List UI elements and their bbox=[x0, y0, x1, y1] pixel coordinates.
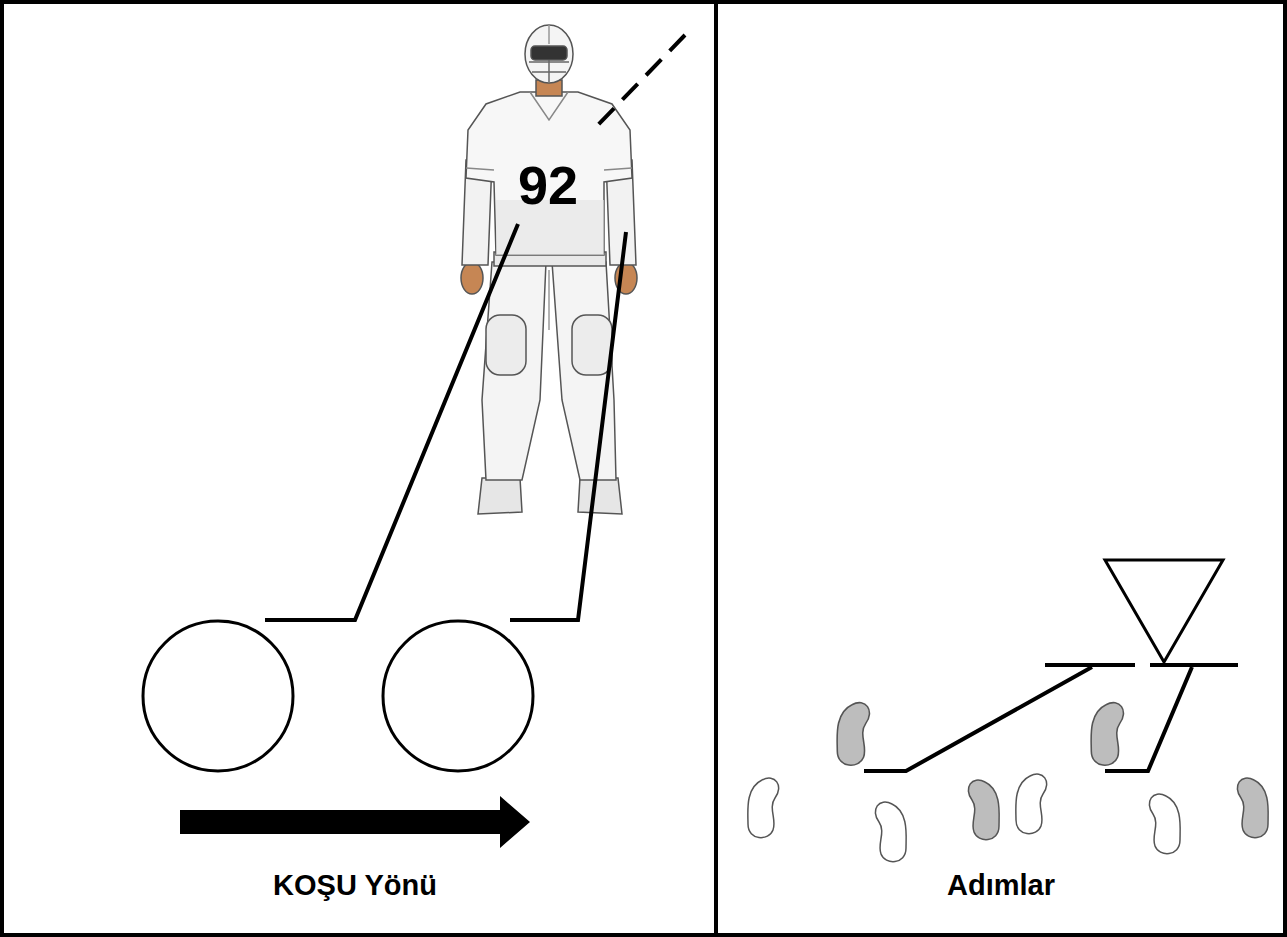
leg bbox=[552, 262, 616, 480]
circle-mark bbox=[383, 621, 533, 771]
leader-line bbox=[510, 232, 626, 620]
jersey-number: 92 bbox=[518, 156, 578, 215]
footprint bbox=[1091, 703, 1123, 766]
footprint bbox=[875, 802, 906, 862]
dashed-line bbox=[595, 35, 685, 128]
divider bbox=[714, 2, 718, 935]
footprint bbox=[1237, 778, 1268, 838]
footprints bbox=[748, 703, 1268, 862]
footprint bbox=[1149, 794, 1180, 854]
football-player bbox=[461, 25, 637, 514]
face-mask bbox=[529, 60, 569, 82]
footprint bbox=[1016, 774, 1047, 834]
direction-arrow bbox=[180, 796, 530, 848]
leg bbox=[482, 262, 546, 480]
step-lines bbox=[864, 665, 1238, 771]
bar bbox=[1150, 663, 1238, 667]
circle-mark bbox=[143, 621, 293, 771]
shoe bbox=[478, 478, 522, 514]
panel-caption: Adımlar bbox=[947, 870, 1055, 902]
knee-pad bbox=[572, 315, 612, 375]
hand bbox=[461, 262, 483, 294]
footprint bbox=[837, 703, 869, 766]
footprint bbox=[748, 778, 779, 838]
panel-caption: KOŞU Yönü bbox=[273, 870, 437, 902]
leader-line bbox=[265, 224, 518, 620]
footprint bbox=[968, 780, 999, 840]
helmet-stripe bbox=[548, 25, 550, 44]
leader-lines bbox=[265, 35, 685, 620]
pants-seam bbox=[548, 270, 550, 330]
step-line bbox=[864, 667, 1092, 771]
visor bbox=[531, 46, 567, 60]
helmet bbox=[525, 25, 573, 83]
shoe bbox=[578, 478, 622, 514]
knee-pad bbox=[486, 315, 526, 375]
triangle-mark bbox=[1105, 560, 1223, 662]
